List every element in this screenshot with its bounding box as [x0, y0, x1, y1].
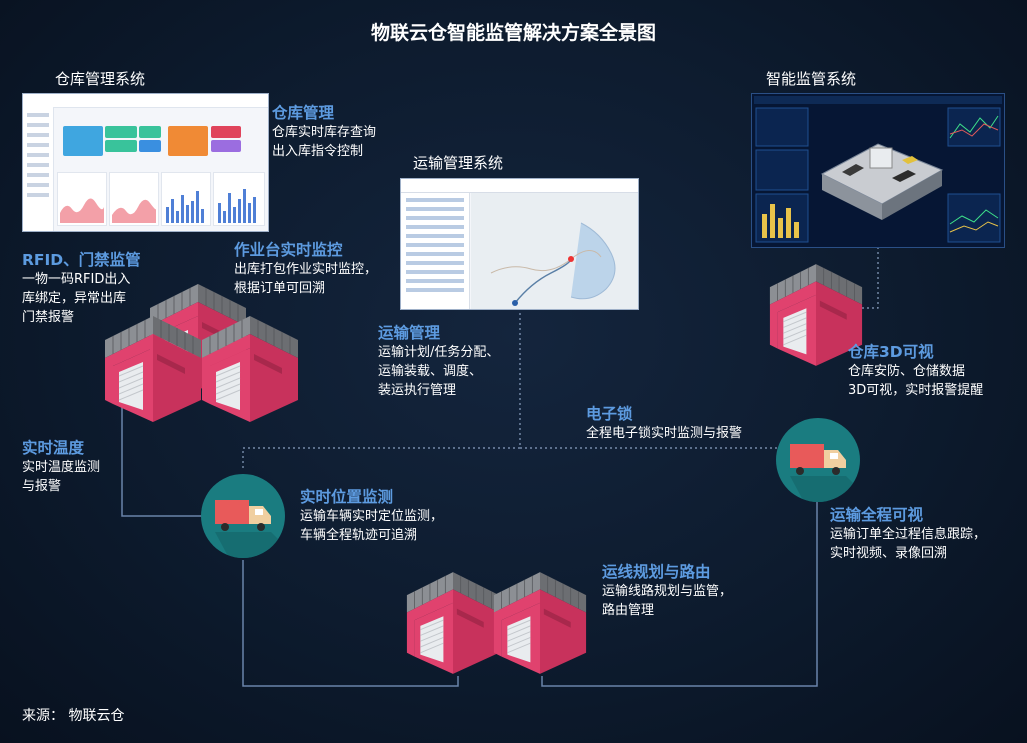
warehouse-icon: [103, 314, 203, 424]
block-rfid: RFID、门禁监管 一物一码RFID出入 库绑定，异常出库 门禁报警: [22, 250, 141, 327]
block-text: 一物一码RFID出入 库绑定，异常出库 门禁报警: [22, 272, 131, 325]
block-head: 运线规划与路由: [602, 563, 711, 581]
block-text: 运输线路规划与监管， 路由管理: [602, 584, 733, 618]
section-title-iot: 智能监管系统: [766, 70, 857, 88]
block-elock: 电子锁 全程电子锁实时监测与报警: [586, 404, 742, 443]
block-temperature: 实时温度 实时温度监测 与报警: [22, 438, 100, 496]
block-text: 全程电子锁实时监测与报警: [586, 426, 743, 441]
page-title: 物联云仓智能监管解决方案全景图: [370, 22, 656, 44]
block-text: 运输车辆实时定位监测， 车辆全程轨迹可追溯: [300, 509, 444, 543]
block-head: 电子锁: [586, 405, 633, 423]
source-note: 来源： 物联云仓: [22, 708, 125, 724]
section-title-tms: 运输管理系统: [413, 154, 504, 172]
iot-screenshot: [751, 93, 1005, 248]
block-transport-mgmt: 运输管理 运输计划/任务分配、 运输装载、调度、 装运执行管理: [378, 323, 499, 400]
block-text: 仓库安防、仓储数据 3D可视，实时报警提醒: [848, 364, 984, 398]
truck-circle: [776, 418, 860, 502]
warehouse-icon: [200, 314, 300, 424]
block-head: 作业台实时监控: [234, 241, 343, 259]
block-head: 运输全程可视: [830, 506, 924, 524]
truck-circle: [201, 474, 285, 558]
block-head: 实时位置监测: [300, 488, 394, 506]
block-location: 实时位置监测 运输车辆实时定位监测， 车辆全程轨迹可追溯: [300, 487, 443, 545]
block-warehouse-mgmt: 仓库管理 仓库实时库存查询 出入库指令控制: [272, 103, 376, 161]
block-head: 仓库3D可视: [848, 343, 934, 361]
warehouse-icon: [492, 570, 588, 676]
wms-screenshot: [22, 93, 269, 232]
block-head: RFID、门禁监管: [22, 251, 141, 269]
block-text: 仓库实时库存查询 出入库指令控制: [272, 125, 377, 159]
section-title-wms: 仓库管理系统: [55, 70, 146, 88]
truck-icon: [776, 418, 860, 502]
block-route: 运线规划与路由 运输线路规划与监管， 路由管理: [602, 562, 732, 620]
block-head: 运输管理: [378, 324, 441, 342]
block-head: 仓库管理: [272, 104, 335, 122]
block-warehouse-3d: 仓库3D可视 仓库安防、仓储数据 3D可视，实时报警提醒: [848, 342, 983, 400]
block-workbench: 作业台实时监控 出库打包作业实时监控， 根据订单可回溯: [234, 240, 377, 298]
warehouse-icon: [405, 570, 501, 676]
block-text: 出库打包作业实时监控， 根据订单可回溯: [234, 262, 378, 296]
block-text: 运输计划/任务分配、 运输装载、调度、 装运执行管理: [378, 345, 500, 398]
block-text: 运输订单全过程信息跟踪， 实时视频、录像回溯: [830, 527, 987, 561]
block-full-visual: 运输全程可视 运输订单全过程信息跟踪， 实时视频、录像回溯: [830, 505, 986, 563]
block-text: 实时温度监测 与报警: [22, 460, 101, 494]
tms-screenshot: [400, 178, 639, 310]
block-head: 实时温度: [22, 439, 85, 457]
truck-icon: [201, 474, 285, 558]
